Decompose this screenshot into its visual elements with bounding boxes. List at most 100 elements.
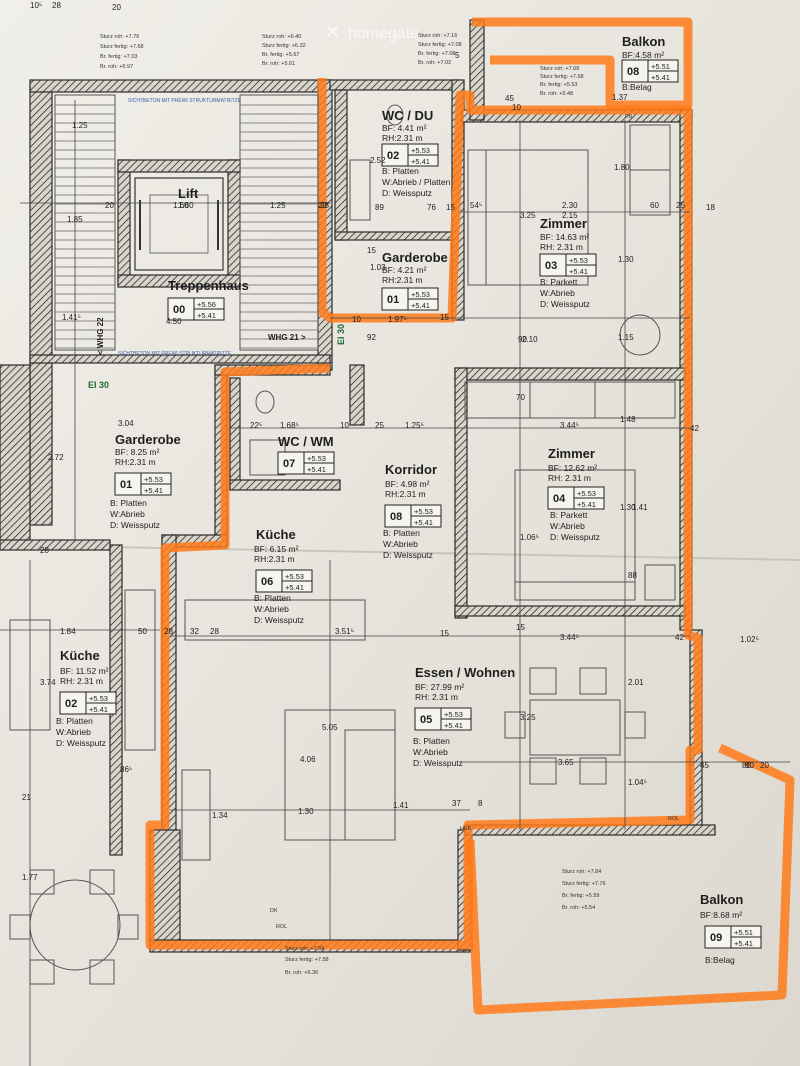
room-name: Garderobe: [115, 432, 181, 447]
room-info: BF:8.68 m²: [700, 910, 742, 920]
room-level: +5.51: [734, 928, 753, 937]
level-line: Br. fertig: +7.08: [418, 51, 455, 57]
dimension-label: 1.25: [270, 201, 286, 210]
room-info: BF: 14.63 m²: [540, 232, 589, 242]
level-line: Sturz fertig: +7.58: [285, 957, 329, 963]
dimension-label: 1.04⁵: [628, 778, 647, 787]
room-number: 01: [387, 294, 399, 306]
header-levels-mid: Sturz roh: +6.40 Sturz fertig: +6.32 Br.…: [262, 34, 306, 67]
dimension-label: 5: [455, 51, 460, 60]
dimension-label: 1.25⁵: [405, 421, 424, 430]
ei30-label: EI 30: [336, 324, 346, 345]
level-line: Sturz roh: +7.59: [285, 946, 324, 952]
dimension-label: 42: [675, 633, 684, 642]
dimension-label: 10: [512, 103, 521, 112]
room-name: Korridor: [385, 462, 437, 477]
room-level: +5.53: [411, 290, 430, 299]
dimension-label: 1.77: [22, 873, 38, 882]
room-level: +5.41: [411, 301, 430, 310]
room-info: W:Abrieb: [56, 727, 91, 737]
room-info: BF: 27.99 m²: [415, 682, 464, 692]
room-level: +5.41: [414, 518, 433, 527]
room-info: W:Abrieb: [383, 539, 418, 549]
dimension-label: 3.25: [520, 211, 536, 220]
dimension-label: 89: [375, 203, 384, 212]
dimension-label: 3.65: [558, 758, 574, 767]
room-number: 09: [710, 932, 722, 944]
level-line: Br. roh: +6.36: [285, 970, 318, 976]
room-level: +5.53: [414, 507, 433, 516]
level-line: Sturz roh: +7.76: [100, 34, 139, 40]
room-number: 00: [173, 304, 185, 316]
paper-fold: [0, 544, 800, 561]
room-number: 01: [120, 479, 132, 491]
dimension-label: 1.80: [614, 163, 630, 172]
dimension-label: 1.41: [632, 503, 648, 512]
room-name: Balkon: [700, 892, 743, 907]
dimension-label: 1.41: [393, 801, 409, 810]
dimension-label: 28: [52, 1, 61, 10]
dimension-label: 50: [138, 627, 147, 636]
room-number: 04: [553, 493, 566, 505]
room-info: B:Belag: [705, 955, 735, 965]
sichtbeton-label: SICHTBETON MIT PREWI STRUKTURMATRITZE: [118, 351, 232, 357]
room-level: +5.41: [734, 939, 753, 948]
rol-label: ROL: [276, 924, 287, 930]
dimension-label: 1.15: [618, 333, 634, 342]
room-info: RH:2.31 m: [115, 457, 156, 467]
room-number: 06: [261, 576, 273, 588]
room-level: +5.53: [411, 146, 430, 155]
dimension-label: 76: [427, 203, 436, 212]
whg21-label: WHG 21 >: [268, 333, 306, 342]
room-info: D: Weissputz: [254, 615, 304, 625]
room-level: +5.41: [411, 157, 430, 166]
dimension-label: 1.30: [620, 503, 636, 512]
room-info: RH: 2.31 m: [60, 676, 103, 686]
room-number: 02: [387, 150, 399, 162]
level-line: Br. fertig: +7.03: [100, 54, 137, 60]
room-info: D: Beton: [0, 0, 33, 2]
heb-label: HEB: [460, 826, 472, 832]
whg22-label: < WHG 22: [96, 317, 105, 355]
room-number: 07: [283, 458, 295, 470]
dimension-label: 1.48: [620, 415, 636, 424]
room-info: W:Abrieb: [550, 521, 585, 531]
dimension-label: 1.84: [60, 627, 76, 636]
room-info: RH: 2.31 m: [548, 473, 591, 483]
dimension-label: 20: [760, 761, 769, 770]
dimension-label: 8: [478, 799, 483, 808]
room-level: +5.53: [577, 489, 596, 498]
room-info: BF: 4.98 m²: [385, 479, 430, 489]
dimension-label: 4.50: [166, 317, 182, 326]
room-info: B: Platten: [110, 498, 147, 508]
dimension-label: 1.41⁵: [62, 313, 81, 322]
header-levels-left: Sturz roh: +7.76 Sturz fertig: +7.68 Br.…: [100, 34, 144, 70]
dimension-label: 25: [375, 421, 384, 430]
dimension-label: 3.04: [118, 419, 134, 428]
dimension-label: 1.30: [298, 807, 314, 816]
dimension-label: 10: [352, 315, 361, 324]
room-name: Treppenhaus: [168, 278, 249, 293]
dimension-label: 1.60: [178, 201, 194, 210]
room-name: WC / DU: [382, 108, 433, 123]
room-info: B: Platten: [0, 0, 37, 2]
room-number: 08: [627, 66, 639, 78]
room-level: +5.56: [197, 300, 216, 309]
room-info: B: Parkett: [550, 510, 588, 520]
level-line: Br. roh: +5.48: [540, 91, 573, 97]
lift-cabin: [134, 177, 224, 271]
room-info: RH:2.31 m: [382, 133, 423, 143]
dimension-label: 15: [440, 629, 449, 638]
room-number: 08: [390, 511, 402, 523]
dimension-label: 2.72: [48, 453, 64, 462]
dimension-label: 60: [650, 201, 659, 210]
room-info: BF: 11.52 m²: [60, 666, 109, 676]
dimension-label: 1.60: [173, 201, 189, 210]
dimension-label: 10: [340, 421, 349, 430]
